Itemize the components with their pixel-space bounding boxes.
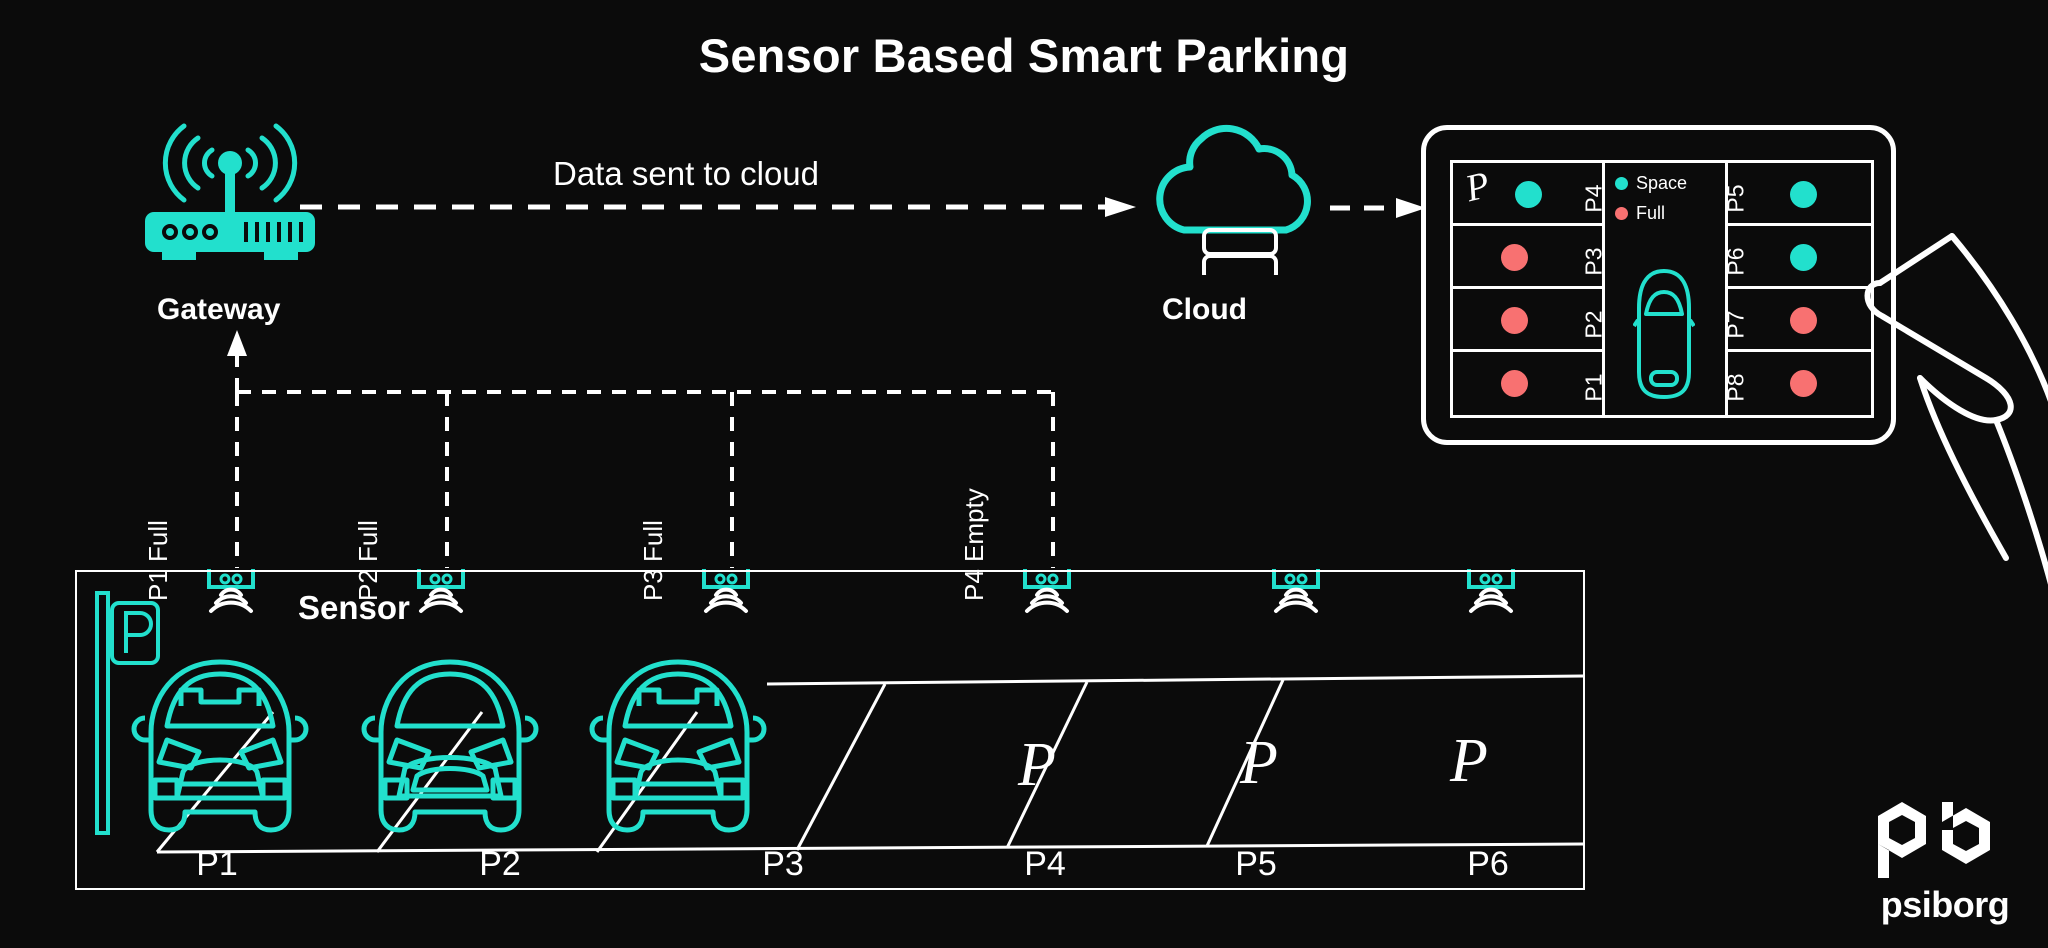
status-dot: [1790, 244, 1817, 271]
car-front-icon: [361, 659, 539, 833]
legend-space-label: Space: [1636, 173, 1688, 193]
slot-label: P6: [1722, 247, 1749, 276]
slot-number: P2: [479, 845, 521, 883]
gateway-to-cloud-arrow: [300, 197, 1136, 217]
car-front-icon: [131, 659, 309, 833]
slot-number: P4: [1024, 845, 1066, 883]
status-dot: [1790, 181, 1817, 208]
page-title: Sensor Based Smart Parking: [698, 29, 1350, 82]
slot-label: P7: [1722, 310, 1749, 339]
tablet-device[interactable]: P P4 P3 P2 P1: [1421, 125, 1896, 445]
tablet-slot-row[interactable]: P7: [1723, 289, 1871, 352]
sensor-icon: [1467, 569, 1515, 613]
parking-lot-area: [75, 570, 1585, 890]
psiborg-logo: psiborg: [1862, 800, 2028, 930]
parking-map-panel: P P4 P3 P2 P1: [1450, 160, 1874, 418]
tablet-right-column: P5 P6 P7 P8: [1723, 163, 1871, 415]
slot-number: P1: [196, 845, 238, 883]
sensor-label: Sensor: [298, 589, 410, 626]
slot-number: P5: [1235, 845, 1277, 883]
legend-item-space: Space: [1615, 173, 1687, 194]
tablet-slot-row[interactable]: P3: [1453, 226, 1606, 289]
legend-full-label: Full: [1636, 203, 1666, 223]
tablet-center-lane: Space Full: [1605, 163, 1725, 415]
empty-stall-glyph: P: [1240, 729, 1278, 797]
slot-label: P4: [1580, 184, 1607, 213]
slot-label: P5: [1722, 184, 1749, 213]
empty-stall-glyph: P: [1450, 727, 1488, 795]
tablet-slot-row[interactable]: P5: [1723, 163, 1871, 226]
status-dot: [1501, 244, 1528, 271]
tablet-slot-row[interactable]: P2: [1453, 289, 1606, 352]
car-front-icon: [589, 659, 767, 833]
legend-item-full: Full: [1615, 203, 1687, 224]
car-topview-icon: [1633, 269, 1695, 399]
slot-label: P1: [1580, 373, 1607, 402]
tablet-left-column: P P4 P3 P2 P1: [1453, 163, 1606, 415]
psiborg-mark-icon: [1878, 802, 1990, 878]
sensor-icon: [1272, 569, 1320, 613]
legend-full-dot: [1615, 207, 1628, 220]
parking-sign-icon: [95, 591, 160, 835]
psiborg-wordmark: psiborg: [1880, 884, 2010, 925]
tablet-slot-row[interactable]: P8: [1723, 352, 1871, 415]
tablet-slot-row[interactable]: P6: [1723, 226, 1871, 289]
empty-stall-glyph: P: [1018, 731, 1056, 799]
sensor-icon: [702, 569, 750, 613]
tablet-slot-row[interactable]: P1: [1453, 352, 1606, 415]
slot-label: P8: [1722, 373, 1749, 402]
entry-p-glyph: P: [1461, 163, 1494, 211]
sensor-bus-lines: [227, 330, 1055, 568]
tablet-slot-row[interactable]: P P4: [1453, 163, 1606, 226]
sensor-icon: [207, 569, 255, 613]
data-flow-label: Data sent to cloud: [553, 155, 819, 192]
gateway-router-icon: [145, 123, 315, 260]
legend-space-dot: [1615, 177, 1628, 190]
slot-number: P3: [762, 845, 804, 883]
slot-number: P6: [1467, 845, 1509, 883]
cloud-label: Cloud: [1162, 293, 1247, 326]
cloud-icon: [1156, 124, 1311, 275]
gateway-label: Gateway: [157, 293, 281, 326]
cloud-to-tablet-arrow: [1330, 198, 1426, 218]
status-dot: [1790, 370, 1817, 397]
sensor-icon: [417, 569, 465, 613]
slot-label: P3: [1580, 247, 1607, 276]
status-dot: [1790, 307, 1817, 334]
status-dot: [1501, 370, 1528, 397]
sensor-icon: [1023, 569, 1071, 613]
status-dot: [1515, 181, 1542, 208]
status-dot: [1501, 307, 1528, 334]
slot-label: P2: [1580, 310, 1607, 339]
pointing-hand-icon: [1864, 233, 2048, 585]
